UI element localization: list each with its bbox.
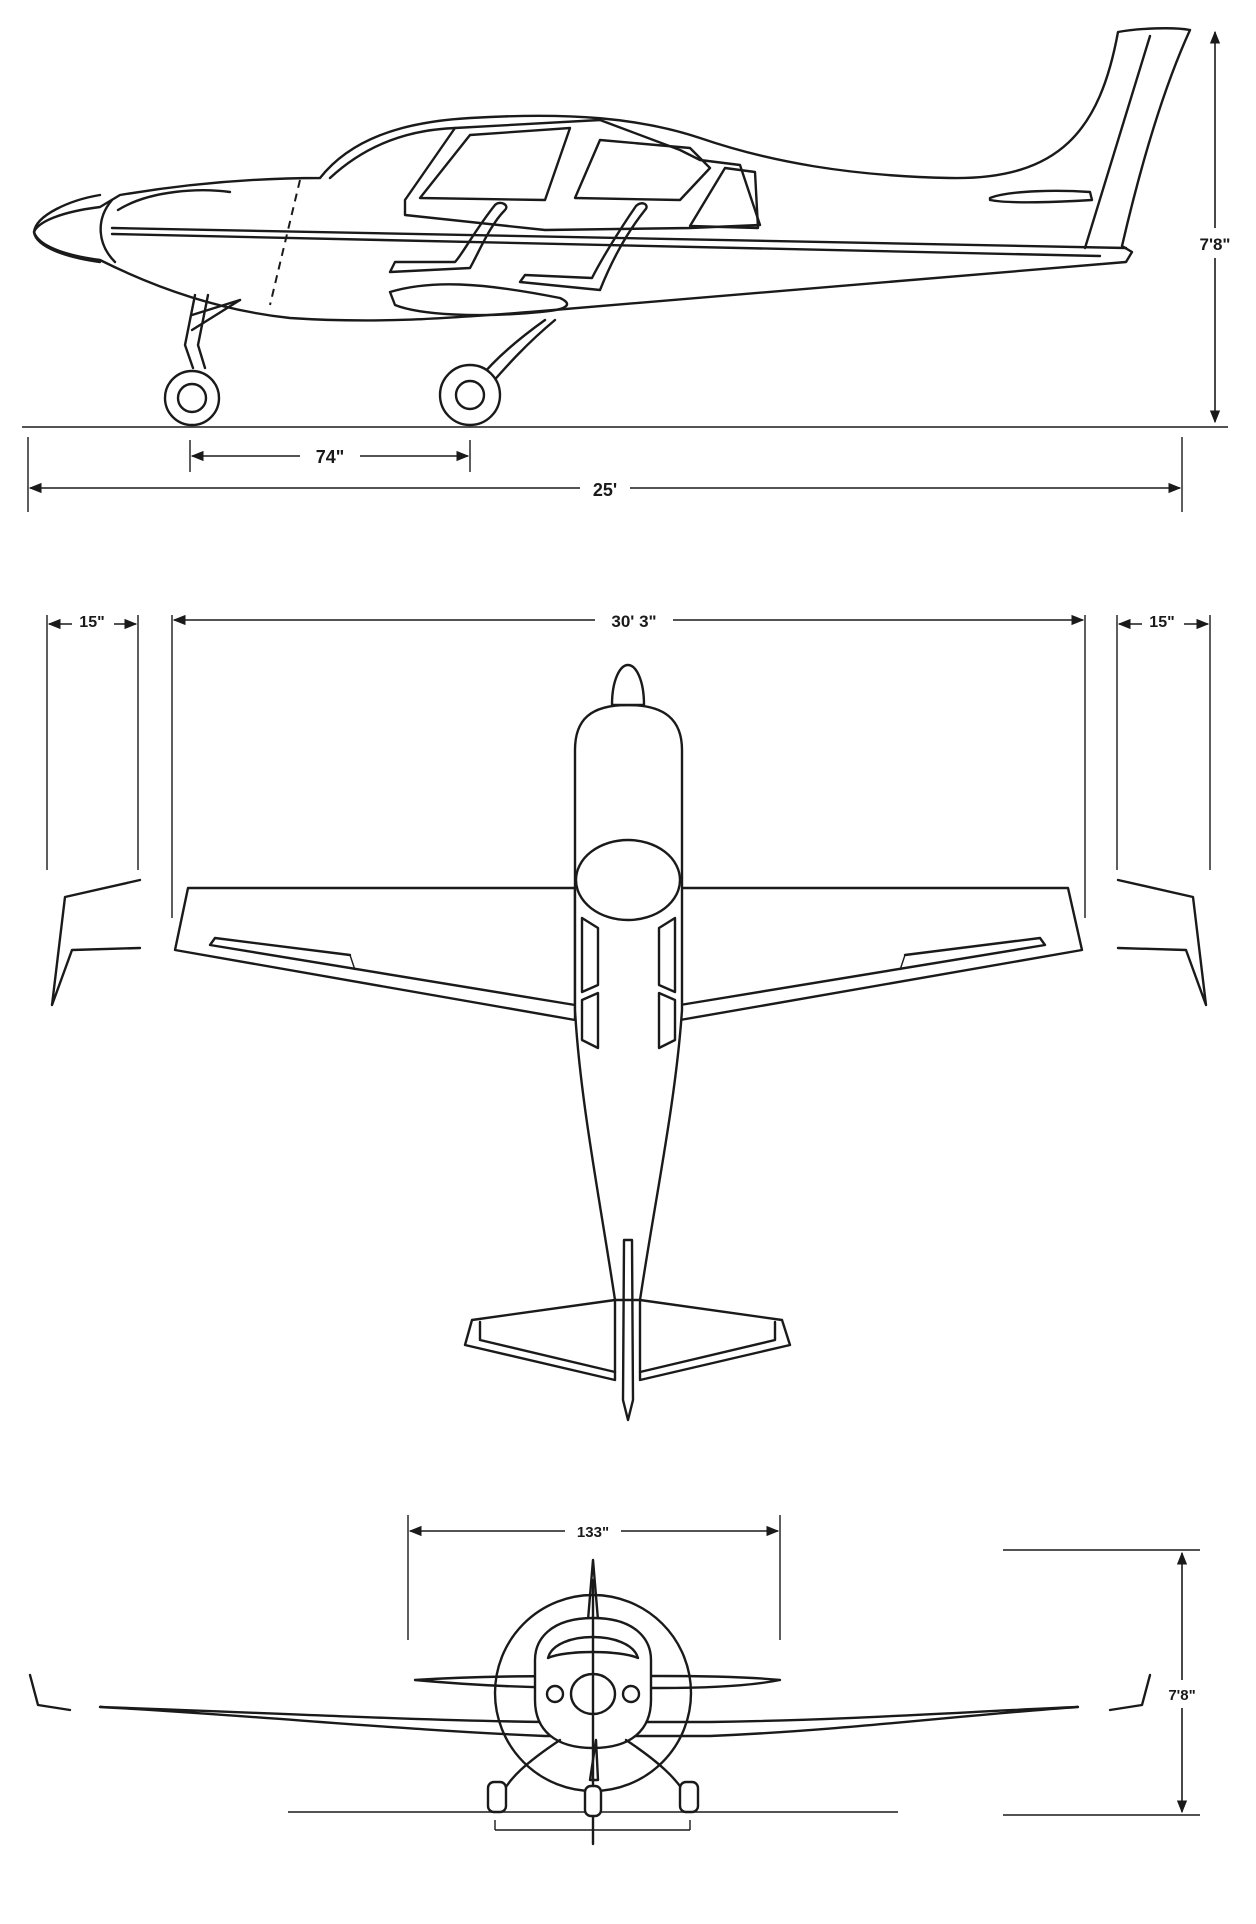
- aft-window: [688, 166, 760, 230]
- front-main-wing: [98, 1705, 1080, 1738]
- wingspan-label: 30' 3": [611, 612, 656, 631]
- window-left-front: [580, 916, 600, 994]
- front-left-gear-leg: [498, 1738, 562, 1802]
- tail-strake: [988, 189, 1094, 204]
- front-nose-wheel: [583, 1784, 603, 1818]
- side-stripe-bottom: [110, 232, 1102, 258]
- front-height-label: 7'8": [1168, 1687, 1195, 1704]
- top-view: 30' 3" 15" 15": [46, 604, 1211, 1422]
- horizontal-stabilizer: [463, 1298, 617, 1382]
- wing-root: [388, 283, 569, 317]
- side-fuselage: [32, 27, 1192, 322]
- front-seat: [388, 201, 508, 274]
- main-gear: [438, 318, 557, 427]
- side-spinner: [32, 193, 102, 264]
- rudder-line: [1083, 34, 1152, 250]
- side-view: 7'8" 74" 25': [22, 27, 1237, 512]
- front-right-wheel: [678, 1780, 700, 1814]
- front-left-winglet: [28, 1673, 72, 1712]
- front-canopy: [546, 1635, 640, 1660]
- front-window: [418, 126, 572, 202]
- firewall-line: [269, 179, 301, 306]
- side-stripe-top: [110, 226, 1128, 250]
- top-fin: [621, 1238, 635, 1422]
- left-winglet-label: 15": [79, 614, 104, 631]
- canopy-frame: [403, 118, 762, 232]
- right-winglet-plan: [1116, 878, 1208, 1007]
- front-left-wheel: [486, 1780, 508, 1814]
- top-fuselage: [573, 703, 684, 1302]
- left-elevator: [478, 1320, 617, 1374]
- right-wing-plan: [678, 886, 1084, 1022]
- top-spinner: [610, 663, 646, 707]
- left-wing-plan: [173, 886, 577, 1022]
- window-right-front: [657, 916, 677, 994]
- rear-seat: [518, 202, 648, 292]
- front-right-gear-leg: [624, 1738, 690, 1802]
- window-right-rear: [657, 991, 677, 1050]
- right-inlet: [621, 1684, 641, 1704]
- stabilizer-span-label: 133": [577, 1524, 609, 1541]
- nose-gear: [163, 293, 242, 427]
- rear-window: [573, 138, 712, 202]
- front-right-winglet: [1108, 1673, 1152, 1712]
- canopy-oval: [574, 838, 682, 922]
- right-winglet-label: 15": [1149, 614, 1174, 631]
- windshield: [328, 126, 457, 180]
- right-aileron: [678, 936, 1047, 1007]
- side-height-label: 7'8": [1199, 235, 1230, 254]
- cowl-scoop: [116, 189, 232, 212]
- left-aileron: [208, 936, 577, 1007]
- left-winglet-plan: [50, 878, 142, 1007]
- length-label: 25': [593, 480, 617, 500]
- right-elevator: [638, 1320, 777, 1374]
- horizontal-stabilizer-right: [638, 1298, 792, 1382]
- left-inlet: [545, 1684, 565, 1704]
- front-view: 133" 7'8": [28, 1515, 1206, 1846]
- window-left-rear: [580, 991, 600, 1050]
- cowl-line: [99, 198, 117, 264]
- wheelbase-label: 74": [316, 447, 345, 467]
